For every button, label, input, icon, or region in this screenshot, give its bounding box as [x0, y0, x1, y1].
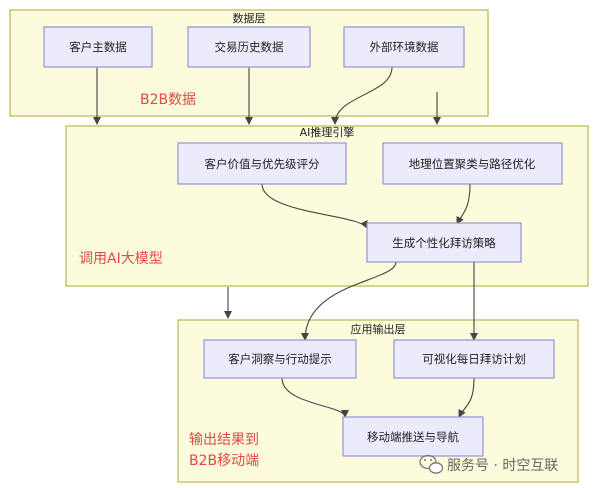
edge-insight-to-mobile [281, 377, 349, 418]
watermark-text: 服务号 · 时空互联 [447, 458, 558, 474]
node-label: 外部环境数据 [370, 40, 439, 54]
node-label: 可视化每日拜访计划 [422, 352, 526, 366]
output-annotation-line2: B2B移动端 [189, 453, 259, 469]
output-annotation-line1: 输出结果到 [189, 432, 259, 448]
edge-visual-to-mobile [458, 377, 475, 418]
node-mobile-push: 移动端推送与导航 [342, 416, 484, 457]
node-label: 地理位置聚类与路径优化 [409, 157, 536, 171]
wechat-icon [419, 454, 444, 474]
edges [93, 66, 478, 418]
edge-value-to-plan [261, 183, 368, 229]
node-personalized-plan: 生成个性化拜访策略 [366, 222, 522, 263]
node-label: 客户洞察与行动提示 [228, 352, 332, 366]
app-layer-title: 应用输出层 [351, 322, 406, 336]
ai-layer-title: AI推理引擎 [300, 125, 355, 139]
node-label: 生成个性化拜访策略 [392, 236, 496, 250]
edge-external-to-ai-left [331, 66, 393, 125]
node-customer-insight: 客户洞察与行动提示 [203, 339, 357, 379]
data-layer-title: 数据层 [233, 11, 266, 25]
node-label: 交易历史数据 [215, 40, 284, 54]
node-customer-master: 客户主数据 [43, 26, 153, 68]
edge-plan-to-insight [301, 261, 397, 341]
edge-geo-to-plan [456, 183, 471, 225]
call-ai-annotation: 调用AI大模型 [79, 251, 163, 267]
node-external-env: 外部环境数据 [343, 26, 465, 68]
node-label: 移动端推送与导航 [367, 430, 459, 444]
node-customer-value: 客户价值与优先级评分 [177, 142, 347, 185]
watermark: 服务号 · 时空互联 [419, 454, 558, 474]
node-label: 客户主数据 [69, 40, 127, 54]
node-transaction-history: 交易历史数据 [187, 26, 311, 68]
node-label: 客户价值与优先级评分 [205, 157, 320, 171]
node-geo-cluster: 地理位置聚类与路径优化 [382, 142, 563, 185]
b2b-data-annotation: B2B数据 [140, 92, 196, 108]
node-visual-plan: 可视化每日拜访计划 [393, 339, 555, 379]
